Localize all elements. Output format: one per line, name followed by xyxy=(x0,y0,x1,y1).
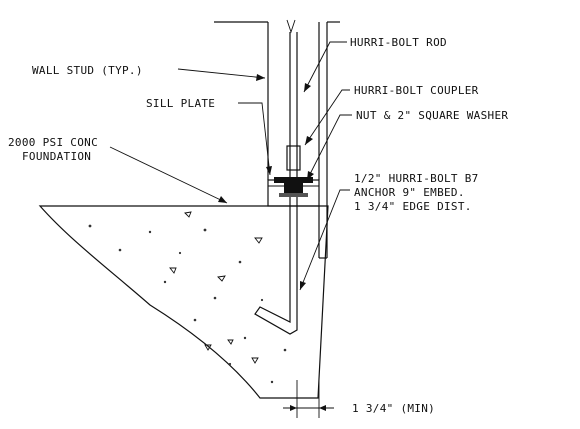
concrete-aggregate xyxy=(88,211,287,384)
nut-and-washer xyxy=(274,177,313,197)
label-anchor-1: 1/2" HURRI-BOLT B7 xyxy=(354,172,479,185)
label-nut-washer: NUT & 2" SQUARE WASHER xyxy=(356,109,508,122)
label-edge-min: 1 3/4" (MIN) xyxy=(352,402,435,415)
label-anchor-2: ANCHOR 9" EMBED. xyxy=(354,186,465,199)
label-wall-stud: WALL STUD (TYP.) xyxy=(32,64,143,77)
hurri-bolt-coupler xyxy=(286,145,301,171)
edge-distance-dimension xyxy=(283,380,334,418)
concrete-foundation xyxy=(38,205,329,399)
label-rod: HURRI-BOLT ROD xyxy=(350,36,447,49)
wall-stud xyxy=(214,19,340,259)
label-foundation-2: FOUNDATION xyxy=(22,150,91,163)
leader-lines xyxy=(109,41,352,291)
anchor-l-hook xyxy=(254,290,298,335)
label-sill-plate: SILL PLATE xyxy=(146,97,215,110)
hurri-bolt-rod xyxy=(289,32,298,290)
label-coupler: HURRI-BOLT COUPLER xyxy=(354,84,479,97)
label-anchor-3: 1 3/4" EDGE DIST. xyxy=(354,200,472,213)
label-foundation-1: 2000 PSI CONC xyxy=(8,136,98,149)
